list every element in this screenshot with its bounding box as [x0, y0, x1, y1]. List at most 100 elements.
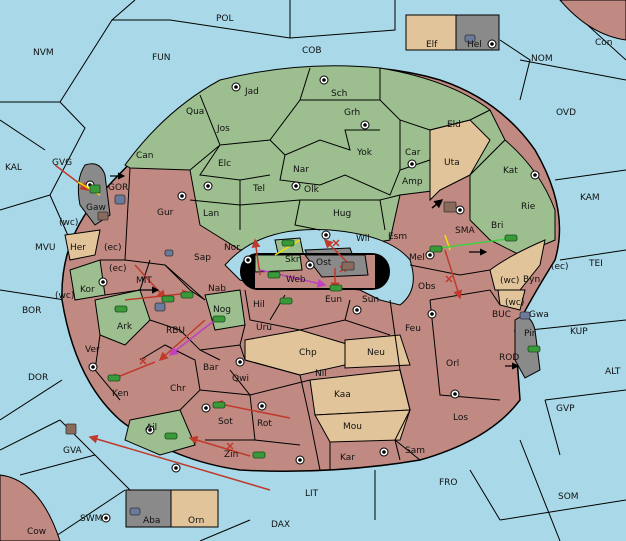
label-tei: TEI: [588, 259, 603, 269]
label-gwa: Gwa: [529, 310, 549, 320]
label-pir: Pir: [524, 329, 536, 339]
label-yok: Yok: [356, 148, 373, 158]
province-gwa[interactable]: [497, 289, 526, 311]
label-gvg: GVG: [52, 158, 72, 168]
label-gor: GOR: [108, 183, 128, 193]
province-elf[interactable]: [405, 14, 457, 51]
label-gvp: GVP: [556, 404, 575, 414]
label-ec-mit: (ec): [109, 264, 127, 274]
label-nor: Nor: [224, 243, 240, 253]
label-byn: Byn: [523, 275, 540, 285]
label-rod: ROD: [499, 353, 519, 363]
label-sap: Sap: [194, 253, 211, 263]
label-nvm: NVM: [33, 48, 54, 58]
label-sun: Sun: [362, 295, 379, 305]
label-cow: Cow: [27, 527, 46, 537]
label-mvu: MVU: [35, 243, 56, 253]
label-esm: Esm: [388, 232, 407, 242]
province-neu[interactable]: [344, 334, 411, 369]
province-ail[interactable]: [124, 409, 196, 456]
label-kat: Kat: [503, 166, 518, 176]
label-elf: Elf: [426, 40, 438, 50]
label-wc-gwa: (wc): [505, 298, 524, 308]
province-mou[interactable]: [314, 409, 411, 443]
label-chp: Chp: [299, 348, 317, 358]
label-ark: Ark: [117, 322, 133, 332]
label-hug: Hug: [333, 209, 351, 219]
label-swm: SWM: [80, 514, 102, 524]
label-dor: DOR: [28, 373, 48, 383]
label-orl: Orl: [446, 359, 459, 369]
label-ost: Ost: [316, 258, 332, 268]
label-rbu: RBU: [166, 326, 185, 336]
label-sma: SMA: [455, 226, 475, 236]
label-can: Can: [136, 151, 154, 161]
label-amp: Amp: [402, 177, 423, 187]
label-gaw: Gaw: [86, 203, 106, 213]
label-lan: Lan: [203, 209, 219, 219]
label-wc-east: (wc): [500, 276, 519, 286]
label-mou: Mou: [343, 422, 362, 432]
label-nab: Nab: [208, 284, 226, 294]
label-cob: COB: [302, 46, 322, 56]
label-los: Los: [453, 413, 468, 423]
label-pol: POL: [216, 14, 234, 24]
label-sot: Sot: [218, 417, 233, 427]
label-con: Con: [595, 38, 613, 48]
province-orn[interactable]: [170, 489, 219, 528]
label-web: Web: [286, 275, 306, 285]
label-kor: Kor: [80, 285, 95, 295]
label-lit: LIT: [305, 489, 319, 499]
label-nom: NOM: [531, 54, 553, 64]
province-her[interactable]: [64, 229, 101, 261]
label-kaa: Kaa: [334, 390, 351, 400]
label-ec-west: (ec): [104, 243, 122, 253]
label-mel: Mel: [409, 253, 425, 263]
label-kar: Kar: [340, 453, 355, 463]
label-skr: Skr: [285, 255, 300, 265]
green-units: [89, 184, 541, 459]
label-feu: Feu: [405, 324, 421, 334]
label-kal: KAL: [5, 163, 22, 173]
label-rot: Rot: [257, 419, 272, 429]
label-alt: ALT: [605, 367, 621, 377]
label-orn: Orn: [188, 516, 204, 526]
province-ark[interactable]: [94, 289, 151, 346]
label-ver: Ver: [85, 345, 100, 355]
label-hel: Hel: [467, 40, 482, 50]
fleet-units: [114, 34, 531, 516]
label-ail: Ail: [146, 423, 157, 433]
label-chr: Chr: [170, 384, 186, 394]
label-qua: Qua: [186, 107, 204, 117]
label-bar: Bar: [203, 363, 219, 373]
label-obs: Obs: [418, 282, 436, 292]
province-byn[interactable]: [489, 239, 546, 291]
label-car: Car: [405, 148, 421, 158]
label-eld: Eld: [447, 120, 461, 130]
label-elc: Elc: [218, 159, 231, 169]
label-dax: DAX: [271, 520, 290, 530]
label-eun: Eun: [325, 295, 342, 305]
label-hil: Hil: [253, 300, 265, 310]
army-units: [65, 201, 457, 435]
label-grh: Grh: [344, 108, 360, 118]
province-labels: POL COB FUN NVM NOM Con Elf Hel OVD KAM …: [5, 14, 621, 537]
label-ec-east: (ec): [551, 262, 569, 272]
label-bor: BOR: [22, 306, 41, 316]
label-fro: FRO: [439, 478, 458, 488]
label-gva: GVA: [63, 446, 83, 456]
label-her: Her: [70, 243, 86, 253]
label-jos: Jos: [216, 124, 230, 134]
province-borders: [94, 67, 501, 471]
label-wc-west: (wc): [59, 218, 78, 228]
label-buc: BUC: [492, 310, 511, 320]
label-bri: Bri: [491, 221, 503, 231]
label-ovd: OVD: [556, 108, 576, 118]
label-wil: Wil: [356, 234, 370, 244]
label-nil: Nil: [315, 369, 327, 379]
label-jad: Jad: [244, 87, 259, 97]
label-uru: Uru: [256, 323, 272, 333]
province-rie[interactable]: [469, 139, 556, 256]
